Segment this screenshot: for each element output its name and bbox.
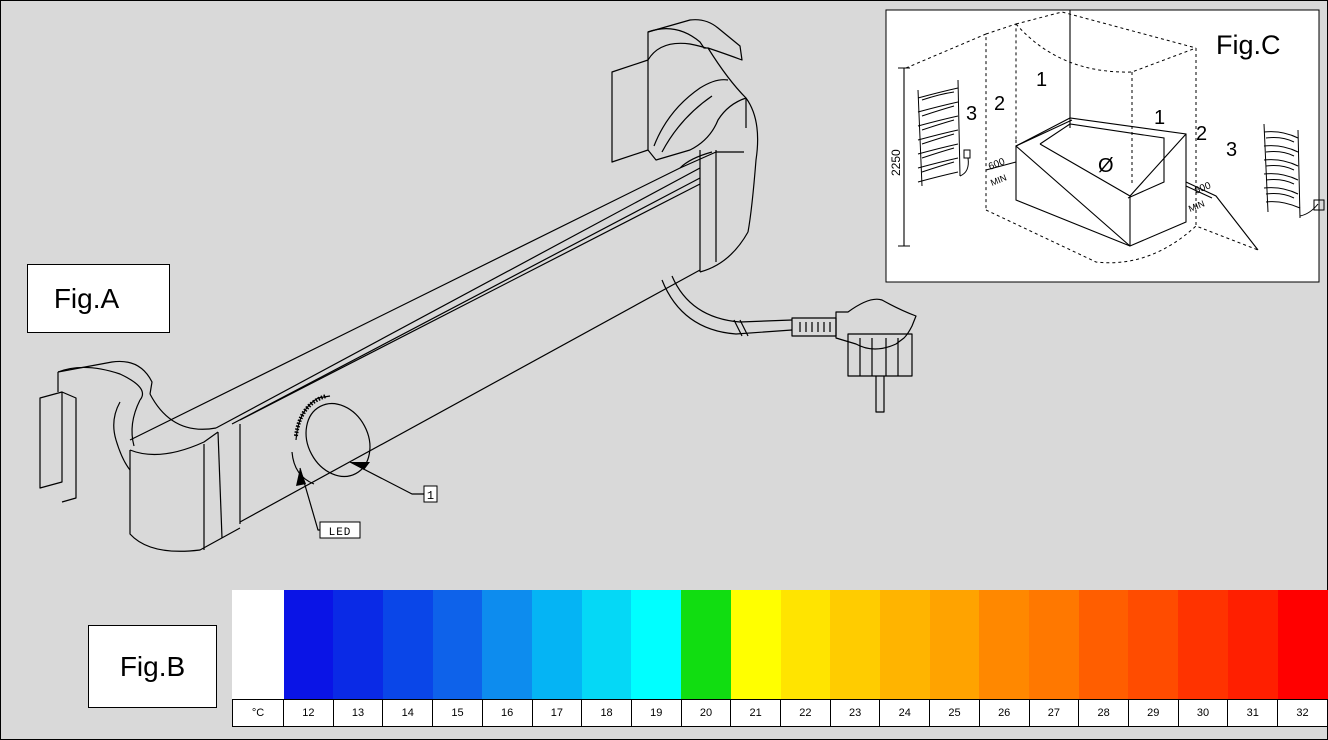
temperature-label: 32 bbox=[1277, 699, 1328, 727]
temperature-label: 27 bbox=[1028, 699, 1080, 727]
temperature-label: 23 bbox=[829, 699, 881, 727]
unit-label: °C bbox=[232, 699, 284, 727]
temperature-label: 13 bbox=[332, 699, 384, 727]
towel-rail-left bbox=[917, 79, 971, 187]
temperature-label: 31 bbox=[1227, 699, 1279, 727]
temperature-label: 24 bbox=[879, 699, 931, 727]
led-callout-box bbox=[319, 521, 361, 539]
power-cable-plug bbox=[661, 275, 917, 413]
led-callout-text: LED bbox=[329, 527, 352, 539]
color-swatch bbox=[730, 590, 781, 700]
left-end-cap bbox=[39, 360, 241, 552]
towel-rail-right bbox=[1263, 123, 1325, 219]
zone-2-left-label: 2 bbox=[994, 93, 1005, 115]
knob-callout-text: 1 bbox=[427, 489, 434, 503]
fig-b-label: Fig.B bbox=[88, 625, 217, 708]
color-swatch bbox=[979, 590, 1030, 700]
color-swatch bbox=[1227, 590, 1278, 700]
fig-a-label: Fig.A bbox=[27, 264, 170, 333]
color-swatch bbox=[879, 590, 930, 700]
temperature-label: 12 bbox=[283, 699, 334, 727]
color-swatch bbox=[1128, 590, 1179, 700]
fig-c-panel: 2250 Ø 1 1 2 2 3 3 600 MIN 600 MIN bbox=[885, 9, 1325, 283]
color-swatch bbox=[382, 590, 433, 700]
zone-3-right-label: 3 bbox=[1226, 139, 1237, 161]
zone-1-right-label: 1 bbox=[1154, 107, 1165, 129]
color-swatch bbox=[1078, 590, 1129, 700]
temperature-label: 26 bbox=[978, 699, 1030, 727]
callout-leaders bbox=[299, 461, 424, 531]
color-swatch bbox=[333, 590, 383, 700]
color-swatch bbox=[631, 590, 682, 700]
height-dimension: 2250 bbox=[889, 149, 903, 176]
color-swatch bbox=[1277, 590, 1328, 700]
temperature-label: 18 bbox=[581, 699, 632, 727]
zone-3-left-label: 3 bbox=[966, 103, 977, 125]
color-swatch bbox=[929, 590, 980, 700]
right-wall-bracket bbox=[611, 19, 759, 233]
control-knob bbox=[291, 394, 371, 485]
color-swatch bbox=[681, 590, 731, 700]
color-swatch bbox=[830, 590, 880, 700]
zone-0-label: Ø bbox=[1098, 155, 1114, 177]
color-swatch bbox=[581, 590, 632, 700]
temperature-label: 29 bbox=[1127, 699, 1179, 727]
fig-c-label: Fig.C bbox=[1216, 30, 1281, 60]
unit-swatch-blank bbox=[232, 590, 284, 700]
temperature-label: 28 bbox=[1078, 699, 1129, 727]
zone-2-right-label: 2 bbox=[1196, 123, 1207, 145]
temperature-label: 20 bbox=[680, 699, 732, 727]
temperature-label: 22 bbox=[780, 699, 831, 727]
color-swatch bbox=[283, 590, 334, 700]
color-swatch bbox=[432, 590, 483, 700]
knob-callout-box bbox=[423, 485, 438, 503]
knob-arrowhead bbox=[350, 462, 370, 470]
temperature-label: 14 bbox=[382, 699, 434, 727]
color-swatch bbox=[532, 590, 582, 700]
zone-1-left-label: 1 bbox=[1036, 69, 1047, 91]
temperature-label: 21 bbox=[730, 699, 782, 727]
temperature-label: 17 bbox=[531, 699, 583, 727]
color-swatch bbox=[482, 590, 533, 700]
color-swatch bbox=[1178, 590, 1228, 700]
temperature-label: 16 bbox=[481, 699, 533, 727]
color-swatch bbox=[1029, 590, 1079, 700]
temperature-label: 15 bbox=[432, 699, 483, 727]
led-arrowhead bbox=[296, 468, 306, 486]
temperature-label: 30 bbox=[1177, 699, 1229, 727]
temperature-label: 25 bbox=[929, 699, 980, 727]
color-swatch-row bbox=[232, 590, 1328, 700]
temperature-label: 19 bbox=[630, 699, 682, 727]
bar-body bbox=[129, 150, 749, 524]
color-swatch bbox=[780, 590, 831, 700]
